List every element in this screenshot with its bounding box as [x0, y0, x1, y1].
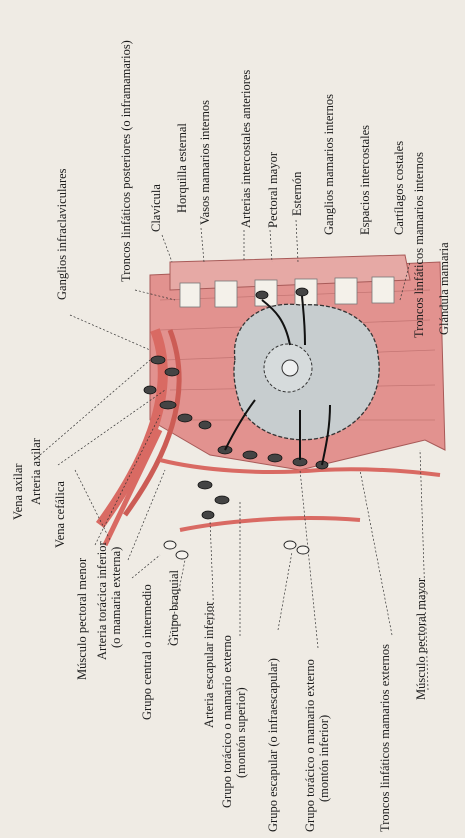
label-glandula-mamaria: Glándula mamaria — [437, 242, 451, 335]
label-vasos-mamarios-internos: Vasos mamarios internos — [198, 100, 212, 225]
label-musculo-pectoral-mayor: Músculo pectoral mayor — [414, 578, 428, 700]
label-grupo-toracico-superior-line1: Grupo torácico o mamario externo — [220, 635, 234, 808]
label-troncos-linfaticos-mamarios-externos: Troncos linfáticos mamarios externos — [378, 644, 392, 832]
label-clavicula: Clavícula — [149, 184, 163, 232]
label-musculo-pectoral-menor: Músculo pectoral menor — [75, 558, 89, 680]
label-grupo-central: Grupo central o intermedio — [140, 584, 154, 720]
label-esternon: Esternón — [290, 172, 304, 216]
inferior-scapular-artery — [180, 518, 360, 530]
label-vena-axilar: Vena axilar — [11, 463, 25, 520]
label-grupo-toracico-inferior: Grupo torácico o mamario externo (montón… — [303, 659, 331, 832]
label-arteria-axilar: Arteria axilar — [29, 438, 43, 505]
label-grupo-toracico-inferior-line1: Grupo torácico o mamario externo — [303, 659, 317, 832]
label-ganglios-mamarios-internos: Ganglios mamarios internos — [322, 94, 336, 235]
label-arterias-intercostales-anteriores: Arterias intercostales anteriores — [239, 70, 253, 228]
cephalic-vein — [105, 430, 160, 545]
scapular-nodes — [164, 541, 309, 559]
label-cartilagos-costales: Cartílagos costales — [392, 141, 406, 235]
label-horquilla-esternal: Horquilla esternal — [175, 123, 189, 213]
nipple — [282, 360, 298, 376]
label-grupo-braquial: Grupo braquial — [167, 570, 181, 646]
label-grupo-toracico-superior: Grupo torácico o mamario externo (montón… — [220, 635, 248, 808]
label-grupo-toracico-superior-line2: (montón superior) — [234, 635, 248, 808]
label-grupo-escapular: Grupo escapular (o infraescapular) — [266, 658, 280, 832]
label-arteria-toracica-inferior: Arteria torácica inferior (o mamaria ext… — [95, 541, 123, 660]
label-espacios-intercostales: Espacios intercostales — [358, 125, 372, 235]
label-troncos-posteriores: Troncos linfáticos posteriores (o infram… — [119, 40, 133, 282]
label-pectoral-mayor: Pectoral mayor — [266, 152, 280, 228]
label-arteria-escapular-inferior: Arteria escapular inferior — [202, 602, 216, 728]
label-vena-cefalica: Vena cefálica — [53, 481, 67, 548]
label-troncos-linfaticos-mamarios-internos: Troncos linfáticos mamarios internos — [412, 152, 426, 338]
label-arteria-toracica-inferior-line2: (o mamaria externa) — [109, 541, 123, 660]
label-grupo-toracico-inferior-line2: (montón inferior) — [317, 659, 331, 832]
label-ganglios-infraclaviculares: Ganglios infraclaviculares — [55, 168, 69, 300]
label-arteria-toracica-inferior-line1: Arteria torácica inferior — [95, 541, 109, 660]
